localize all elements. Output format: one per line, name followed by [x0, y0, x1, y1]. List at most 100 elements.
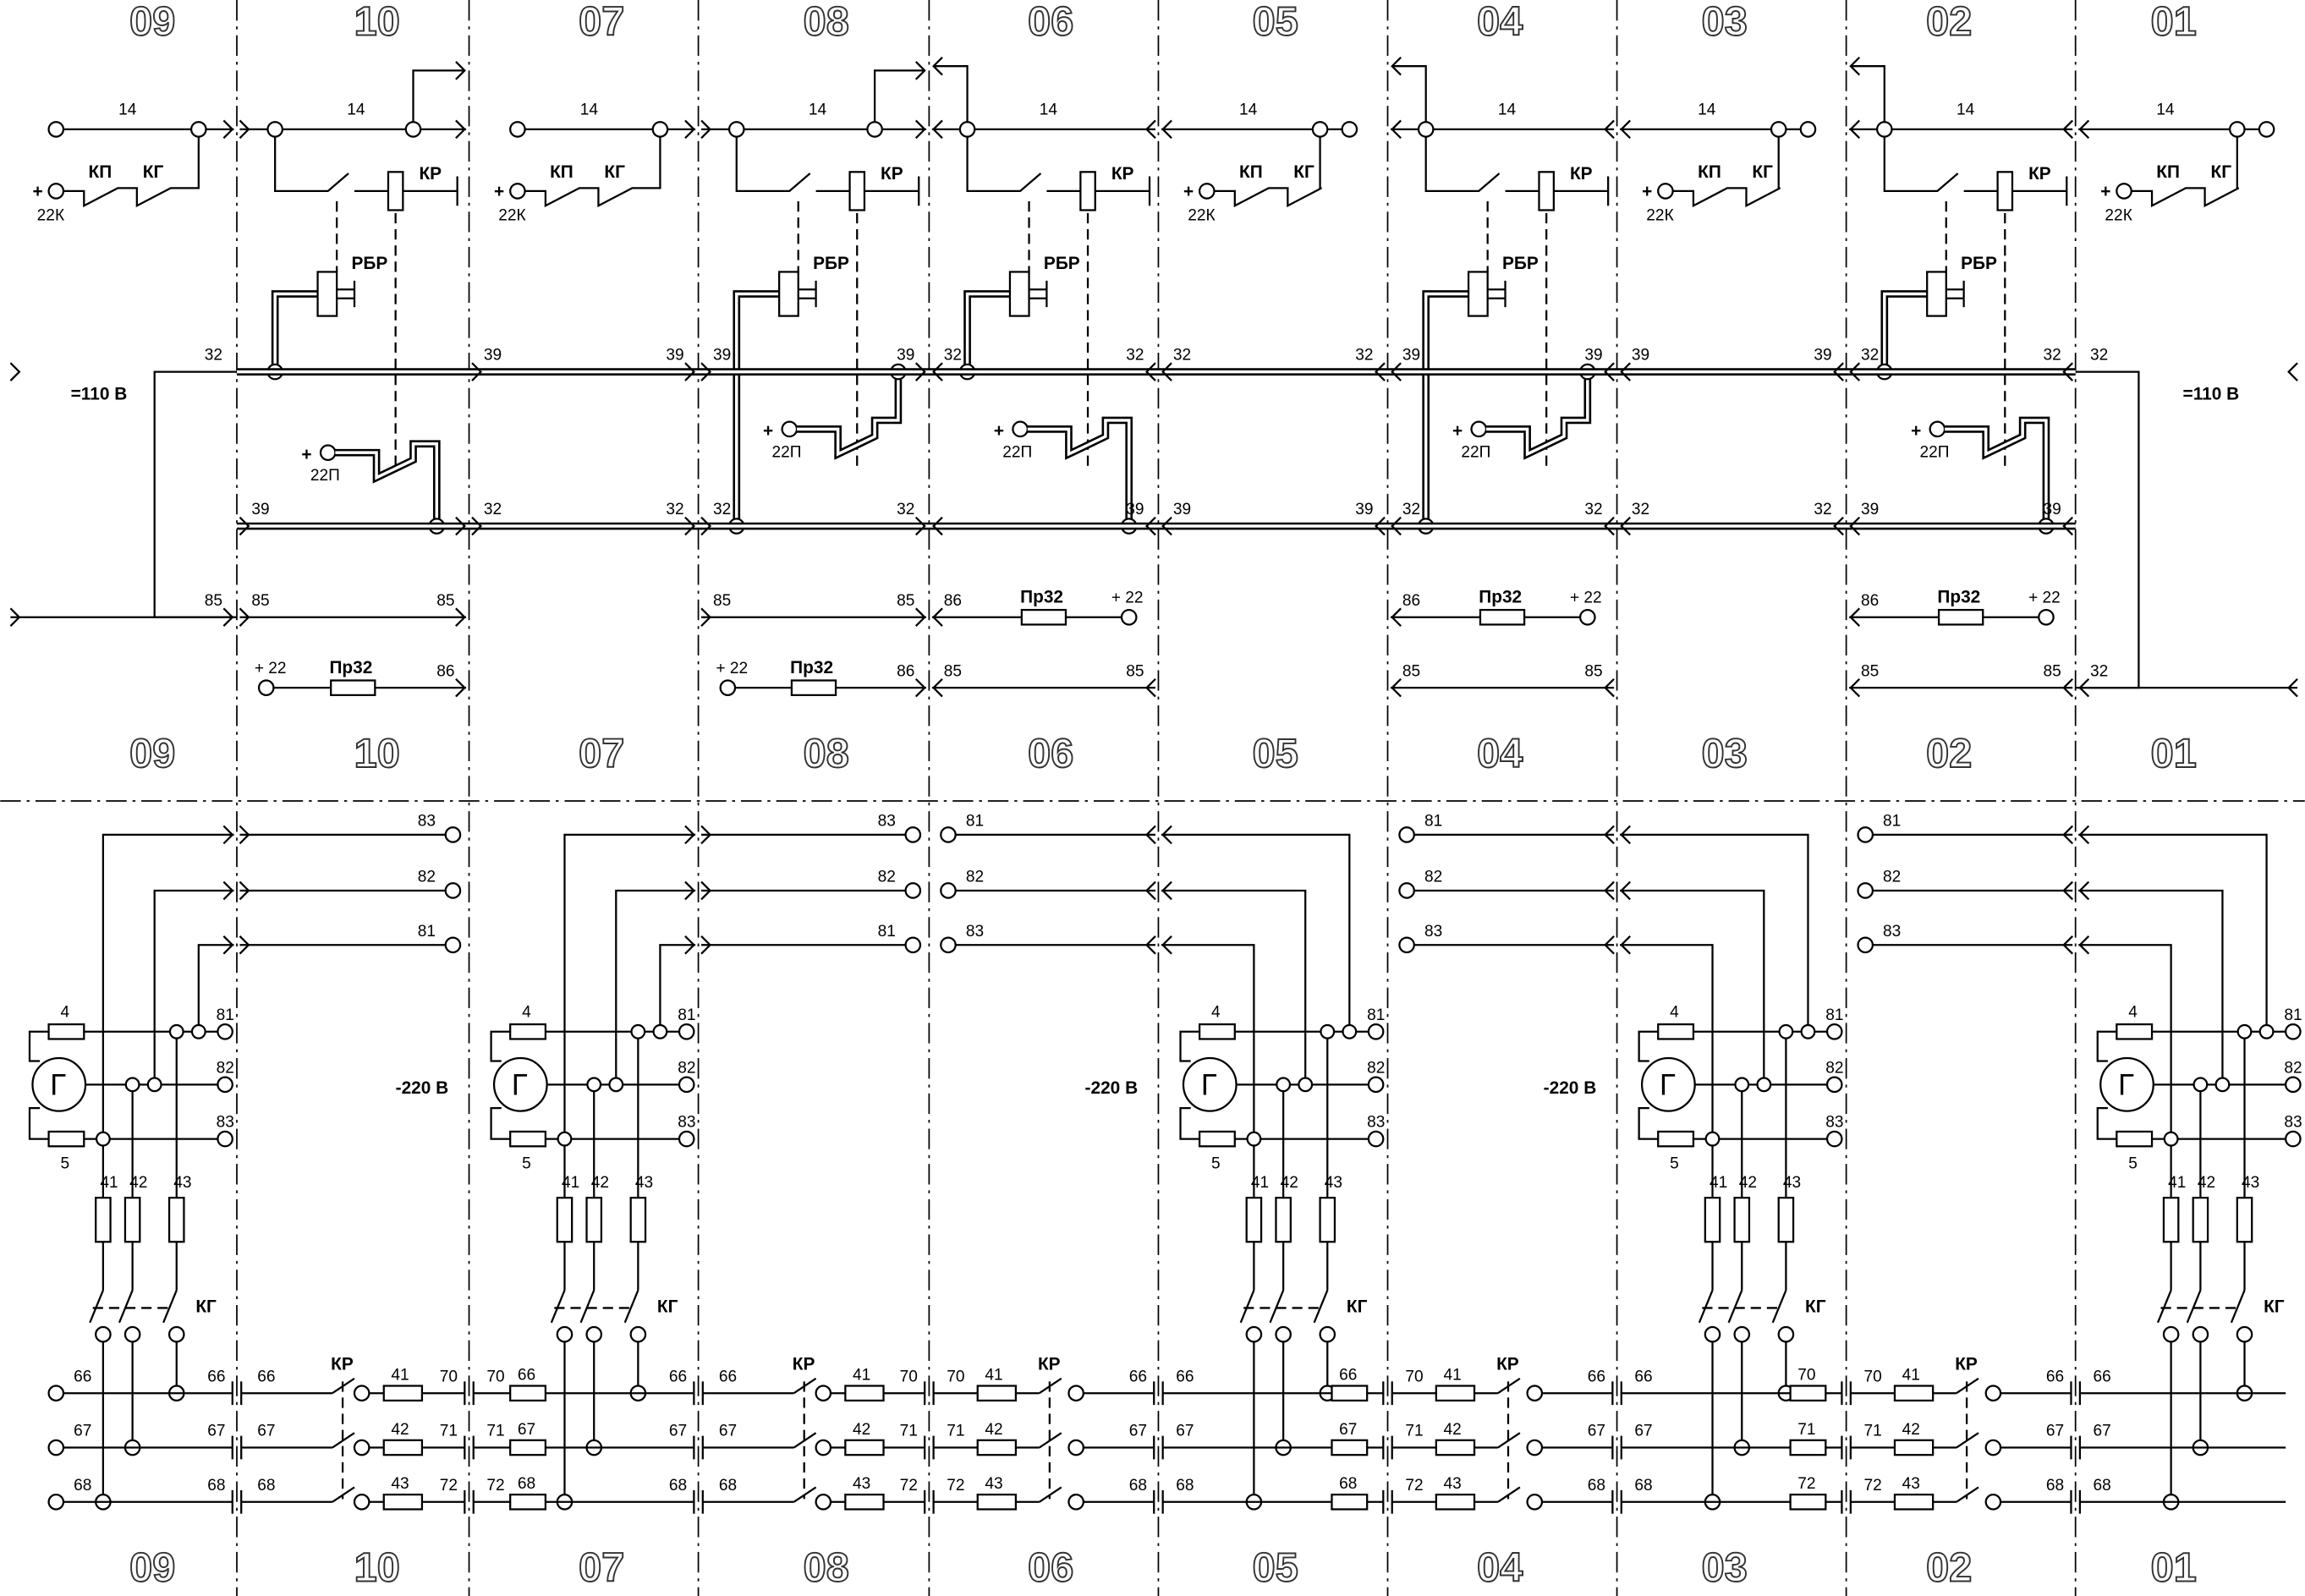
feeder-label: 83: [966, 923, 984, 941]
terminal-22p: [319, 444, 337, 461]
column-label-middle: 04: [1477, 731, 1523, 776]
wire-label: 32: [205, 347, 222, 365]
relay-rbr-label: РБР: [1044, 254, 1080, 273]
feeder-vertical: [197, 944, 234, 1032]
terminal-circle: [47, 1439, 65, 1456]
connector-arrow-icon: [455, 61, 466, 80]
fuse-label: 42: [1902, 1421, 1920, 1439]
column-label-bottom: 08: [804, 1545, 849, 1591]
fuse-label: 66: [1339, 1367, 1357, 1385]
connector-arrow-icon: [222, 119, 234, 140]
switch-blade: [1698, 1290, 1714, 1324]
wire-label: 67: [257, 1423, 275, 1440]
feeder-terminal: [444, 936, 462, 954]
switch-terminal: [815, 1493, 832, 1511]
wire-label: 86: [1861, 592, 1879, 610]
fuse-5: [47, 1130, 85, 1148]
junction: [2258, 1023, 2275, 1039]
fuse-label: 4: [522, 1003, 531, 1021]
contact-chain-kp-kg: [1672, 136, 1781, 208]
wire-label: 68: [669, 1477, 687, 1495]
connector-arrow-icon: [1604, 362, 1615, 381]
output-label: 83: [1825, 1114, 1843, 1132]
terminal-circle: [47, 1385, 65, 1402]
switch-blade: [2230, 1290, 2246, 1324]
field-wire: [2096, 1106, 2117, 1140]
wire-label: 85: [944, 662, 962, 680]
switch-terminal: [1526, 1493, 1544, 1511]
terminal-22k: [1198, 183, 1216, 200]
wire-label: 72: [1863, 1477, 1881, 1495]
dc-voltage-label: =110 В: [71, 385, 128, 404]
fuse: [1789, 1439, 1827, 1456]
phase-fuse-label: 43: [1783, 1174, 1801, 1192]
switch-terminal: [1777, 1325, 1795, 1343]
switch-blade: [623, 1290, 639, 1324]
output-terminal: [217, 1023, 233, 1040]
wire-label: 67: [207, 1423, 225, 1440]
relay-rbr: [1467, 271, 1489, 317]
wire-label: 72: [947, 1477, 964, 1495]
switch-blade: [1497, 1377, 1521, 1395]
output-label: 81: [1825, 1006, 1843, 1024]
connector-arrow-icon: [1391, 516, 1402, 536]
connector-arrow-icon: [932, 362, 943, 381]
fuse-label: 41: [853, 1367, 870, 1385]
wire-label: 32: [1584, 501, 1602, 518]
relay-coil-kr: [1996, 171, 2014, 211]
wire-label: 66: [719, 1368, 737, 1385]
fuse-label: 5: [1211, 1154, 1221, 1172]
feeder-terminal: [1398, 826, 1415, 843]
wire-label: 66: [207, 1368, 225, 1385]
connector-arrow-icon: [700, 880, 712, 901]
contact-22p-wire: [335, 440, 441, 527]
wire-label: 68: [207, 1477, 225, 1495]
rbr-wire: [733, 290, 780, 527]
wire-label: 66: [2094, 1368, 2111, 1385]
wire-label: 72: [440, 1477, 458, 1495]
wire-label: 71: [486, 1423, 504, 1440]
relay-contact: [1883, 136, 1959, 193]
connector-arrow-icon: [2062, 677, 2074, 698]
connector-arrow-icon: [2078, 119, 2090, 140]
plus-sign: +: [2100, 182, 2110, 201]
switch-blade: [793, 1486, 817, 1503]
connector-arrow-icon: [1144, 119, 1156, 140]
junction: [630, 1023, 646, 1039]
fuse: [976, 1439, 1018, 1456]
fuse-label: 43: [391, 1475, 409, 1493]
contact-kp-label: КП: [2156, 162, 2180, 182]
contact-kg-label: КГ: [2211, 162, 2232, 182]
terminal-circle: [1579, 608, 1596, 626]
relay-rbr-label: РБР: [352, 254, 388, 273]
connector-arrow-icon: [700, 935, 712, 955]
connector-arrow-icon: [2062, 362, 2074, 381]
fuse-5: [2116, 1130, 2154, 1148]
switch-terminal: [1526, 1439, 1544, 1456]
contact-kp-label: КП: [89, 162, 113, 182]
feedback-wire: [1850, 65, 1885, 123]
junction: [866, 121, 883, 138]
generator-label: Г: [2118, 1069, 2134, 1101]
connector-arrow-icon: [2078, 935, 2090, 955]
column-label-middle: 08: [804, 731, 849, 776]
feeder-vertical: [1161, 889, 1307, 1085]
column-label-top: 10: [354, 0, 400, 45]
switch-terminal: [1526, 1385, 1544, 1402]
phase-fuse: [1245, 1196, 1263, 1243]
junction: [2192, 1077, 2209, 1093]
connector-arrow-icon: [1604, 880, 1615, 901]
phase-fuse-label: 41: [2168, 1174, 2186, 1192]
terminal-label: 22К: [2105, 207, 2132, 225]
wire-label: 68: [719, 1477, 737, 1495]
wire-label: 70: [440, 1368, 458, 1385]
terminal-label: 22К: [498, 207, 526, 225]
feeder-terminal: [940, 936, 957, 954]
generator-label: Г: [1201, 1069, 1217, 1101]
column-label-middle: 06: [1028, 731, 1073, 776]
feeder-label: 83: [1424, 923, 1442, 941]
fuse: [1331, 1439, 1369, 1456]
phase-fuse-label: 42: [1739, 1174, 1757, 1192]
junction: [146, 1077, 162, 1093]
